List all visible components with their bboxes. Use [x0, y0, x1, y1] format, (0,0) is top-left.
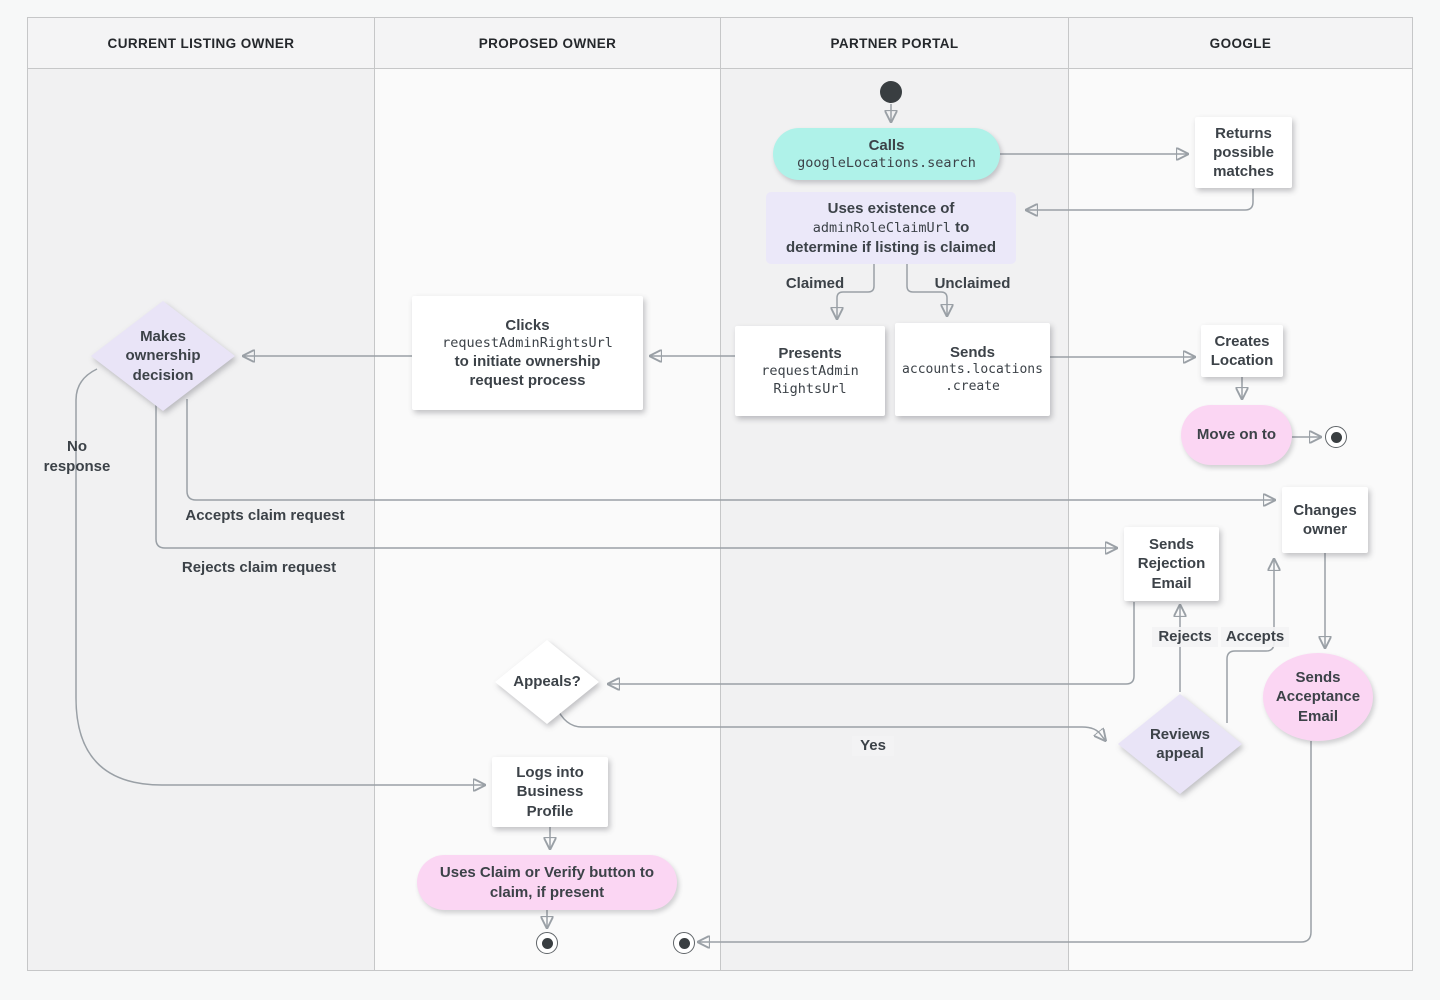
node-makes-ownership-decision: Makes ownership decision	[91, 301, 235, 411]
edge-appeals-yes-to-reviews	[555, 705, 1105, 740]
node-creates-location: Creates Location	[1201, 325, 1283, 377]
edge-rejection-to-appeals	[609, 602, 1135, 684]
node-uses-existence-admin-role-claim-url: Uses existence of adminRoleClaimUrl to d…	[766, 192, 1016, 264]
edge-label-claimed: Claimed	[785, 275, 845, 292]
node-label: Makes ownership decision	[125, 327, 201, 384]
node-sends-rejection-email: Sends Rejection Email	[1124, 527, 1219, 601]
edge-acceptance-to-end	[699, 741, 1312, 942]
node-title: Sends	[949, 344, 995, 362]
node-code: adminRoleClaimUrl	[812, 220, 951, 237]
lane-header-google: GOOGLE	[1069, 18, 1412, 69]
node-label: Logs into Business Profile	[516, 764, 584, 820]
node-label: Reviews appeal	[1149, 725, 1211, 763]
node-title: Calls	[868, 136, 905, 154]
node-clicks-request-admin-rights-url: Clicks requestAdminRightsUrl to initiate…	[412, 296, 643, 410]
edge-uses-unclaimed-to-sends	[906, 264, 947, 315]
node-presents-request-admin-rights-url: Presents requestAdmin RightsUrl	[735, 326, 885, 416]
node-label: Move on to	[1196, 426, 1277, 444]
node-returns-possible-matches: Returns possible matches	[1195, 117, 1292, 188]
lane-header-partner-portal: PARTNER PORTAL	[721, 18, 1068, 69]
node-label: Appeals?	[513, 673, 581, 691]
node-label: Sends Rejection Email	[1137, 536, 1206, 592]
node-code-line2: RightsUrl	[773, 380, 847, 397]
node-line2: to initiate ownership request process	[454, 353, 601, 390]
end-node-claim	[536, 932, 558, 954]
end-node-dot	[541, 937, 553, 949]
node-line2: adminRoleClaimUrl to	[813, 218, 970, 237]
node-code: requestAdminRightsUrl	[442, 334, 613, 351]
end-node-dot	[678, 937, 690, 949]
node-label: Uses Claim or Verify button to claim, if…	[439, 864, 655, 901]
node-appeals: Appeals?	[495, 640, 599, 724]
edge-label-accepts-claim-request: Accepts claim request	[185, 507, 345, 524]
node-line1: Clicks	[505, 316, 550, 334]
node-label: Returns possible matches	[1213, 124, 1274, 181]
lane-header-proposed-owner: PROPOSED OWNER	[375, 18, 720, 69]
node-changes-owner: Changes owner	[1282, 487, 1368, 553]
lane-body-current-listing-owner	[28, 69, 374, 970]
diamond-shape: Reviews appeal	[1118, 694, 1242, 794]
start-node	[880, 81, 902, 103]
edge-label-no-response: No response	[43, 438, 111, 475]
node-sends-acceptance-email: Sends Acceptance Email	[1263, 653, 1373, 741]
node-label: Creates Location	[1210, 332, 1274, 369]
edge-label-unclaimed: Unclaimed	[934, 275, 1011, 292]
node-move-on-to: Move on to	[1181, 405, 1292, 465]
end-node-dot	[1330, 431, 1342, 443]
edge-label-yes: Yes	[852, 736, 894, 756]
node-label: Sends Acceptance Email	[1275, 669, 1361, 725]
node-line2-suffix: to	[950, 219, 970, 237]
edge-uses-claimed-to-presents	[837, 264, 875, 318]
node-title: Presents	[778, 345, 842, 363]
edge-returns-to-uses	[1027, 189, 1254, 210]
node-line3: determine if listing is claimed	[785, 238, 997, 256]
edge-no-response-to-logs-into	[75, 368, 484, 785]
end-node-acceptance	[673, 932, 695, 954]
lane-current-listing-owner: CURRENT LISTING OWNER	[28, 18, 374, 970]
node-logs-into-business-profile: Logs into Business Profile	[492, 757, 608, 827]
node-uses-claim-or-verify-button: Uses Claim or Verify button to claim, if…	[417, 855, 677, 910]
node-code-line1: requestAdmin	[761, 363, 859, 380]
node-line1: Uses existence of	[827, 200, 955, 218]
edge-label-rejects: Rejects	[1152, 627, 1218, 647]
node-reviews-appeal: Reviews appeal	[1118, 694, 1242, 794]
end-node-move-on	[1325, 426, 1347, 448]
edge-label-rejects-claim-request: Rejects claim request	[181, 559, 337, 576]
node-label: Changes owner	[1293, 501, 1357, 538]
node-code-line1: accounts.locations	[902, 362, 1043, 378]
node-sends-accounts-locations-create: Sends accounts.locations .create	[895, 323, 1050, 416]
node-code-line2: .create	[945, 379, 1000, 395]
node-calls-google-locations-search: Calls googleLocations.search	[773, 128, 1000, 180]
edge-label-accepts: Accepts	[1221, 627, 1289, 647]
edge-rejects-claim-to-rejection-email	[155, 404, 1116, 548]
lane-header-current-listing-owner: CURRENT LISTING OWNER	[28, 18, 374, 69]
node-code: googleLocations.search	[797, 154, 976, 171]
edge-accepts-claim-to-changes-owner	[186, 399, 1274, 500]
diamond-shape: Appeals?	[495, 640, 599, 724]
diamond-shape: Makes ownership decision	[91, 301, 235, 411]
